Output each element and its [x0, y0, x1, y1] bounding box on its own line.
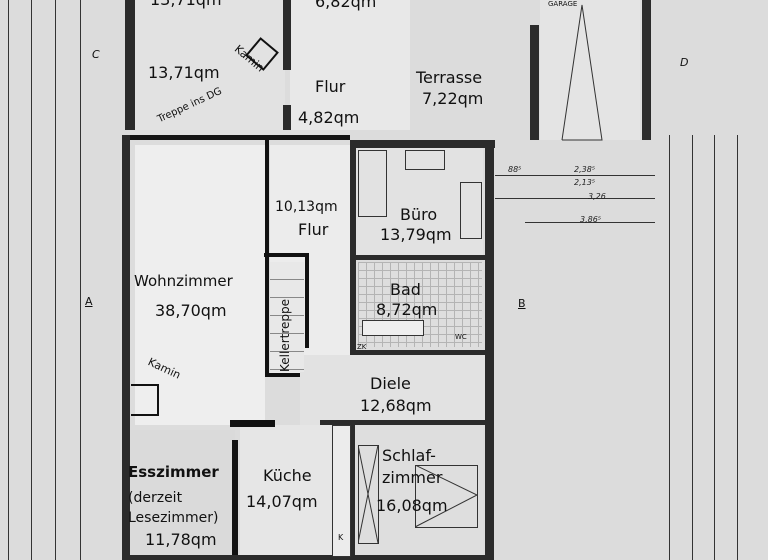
room-area: 38,70qm	[155, 301, 227, 320]
wall	[350, 140, 356, 355]
room-name: GARAGE	[548, 0, 578, 8]
dimension-line	[495, 198, 655, 199]
fixture-label: WC	[455, 333, 467, 341]
cabinet-icon	[460, 182, 482, 239]
room-subtitle: (derzeit	[128, 490, 183, 506]
fixture-label: K	[338, 533, 344, 542]
wall	[530, 25, 539, 140]
stair-treads	[270, 262, 304, 372]
dimension-line	[525, 222, 655, 223]
wall	[232, 440, 238, 560]
desk-icon	[405, 150, 445, 170]
wall	[125, 135, 350, 140]
bed-icon	[415, 465, 479, 528]
dimension-line	[692, 135, 693, 560]
room-area: 11,78qm	[145, 530, 217, 549]
wall	[642, 0, 651, 140]
room-area: 12,68qm	[360, 396, 432, 415]
room-name: Küche	[263, 466, 312, 485]
room-diele	[300, 355, 485, 425]
wall	[265, 373, 300, 377]
room-kueche	[240, 425, 332, 560]
dimension-line	[31, 0, 32, 560]
room-area: 16,08qm	[376, 496, 448, 515]
section-marker-b: B	[518, 297, 526, 310]
dimension-text: 2,13⁵	[574, 178, 596, 187]
room-name: zimmer	[382, 468, 443, 487]
room-wohnzimmer	[135, 145, 265, 425]
wall	[264, 253, 309, 257]
wall	[122, 135, 130, 560]
dimension-line	[8, 0, 9, 560]
wall	[305, 253, 309, 348]
dimension-line	[80, 0, 81, 560]
room-area: 10,13qm	[275, 199, 338, 215]
dimension-text: 88⁵	[508, 165, 522, 174]
room-name: Bad	[390, 280, 421, 299]
room-area: 8,72qm	[376, 300, 438, 319]
fireplace-icon	[131, 384, 159, 416]
cabinet-icon	[358, 150, 387, 217]
room-name: Flur	[315, 77, 346, 96]
dimension-text: 2,38⁵	[574, 165, 596, 174]
room-upper	[135, 0, 285, 130]
room-flur-top	[290, 0, 410, 130]
dimension-line	[714, 135, 715, 560]
room-name: Schlaf-	[382, 446, 436, 465]
dimension-line	[737, 135, 738, 560]
room-name: Wohnzimmer	[134, 272, 233, 290]
stairs-label: Kellertreppe	[278, 298, 292, 372]
dimension-line	[55, 0, 56, 560]
wall	[320, 420, 490, 425]
garage-ramp-icon	[561, 4, 603, 141]
section-marker-a: A	[85, 295, 93, 308]
room-name: Büro	[400, 205, 438, 224]
room-name: Terrasse	[416, 68, 483, 87]
dimension-line	[669, 135, 670, 560]
room-area: 7,22qm	[422, 89, 484, 108]
fixture-label: ZK	[357, 343, 367, 351]
bathtub-icon	[362, 320, 424, 336]
wall	[350, 140, 495, 148]
room-area: 13,79qm	[380, 225, 452, 244]
room-name: Esszimmer	[128, 463, 219, 481]
wall	[355, 255, 485, 260]
wall	[283, 105, 291, 130]
room-subtitle: Lesezimmer)	[128, 510, 219, 526]
wall	[265, 140, 269, 375]
wall	[349, 425, 355, 560]
dimension-text: 3,86⁵	[580, 215, 602, 224]
wall	[130, 555, 490, 560]
dimension-line	[495, 175, 655, 176]
section-marker-c: C	[92, 48, 100, 61]
wall	[230, 420, 275, 427]
dimension-text: 3,26	[588, 192, 606, 201]
room-area: 14,07qm	[246, 492, 318, 511]
room-garage	[540, 0, 640, 140]
room-name: Diele	[370, 374, 411, 393]
room-esszimmer	[130, 430, 235, 560]
wardrobe-icon	[358, 445, 379, 544]
room-area: 13,71qm	[148, 63, 220, 82]
room-area: 6,82qm	[315, 0, 377, 11]
kitchen-counter	[332, 425, 351, 557]
wall	[125, 0, 135, 130]
room-area: 4,82qm	[298, 108, 360, 127]
section-marker-d: D	[680, 56, 689, 69]
wall	[283, 0, 291, 70]
wall	[350, 350, 490, 355]
room-area: 13,71qm	[150, 0, 222, 9]
room-name: Flur	[298, 220, 329, 239]
